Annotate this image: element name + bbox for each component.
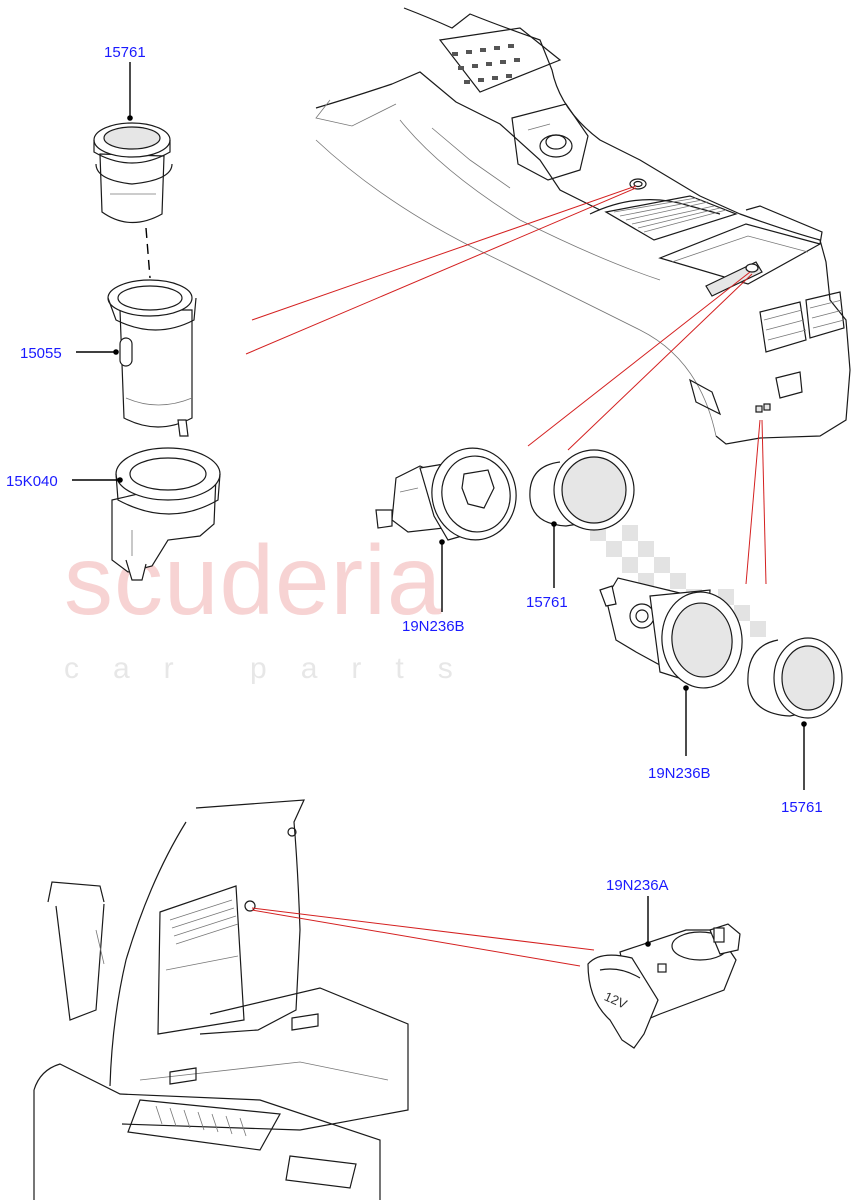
center-console-illustration bbox=[315, 7, 851, 445]
label-retainer-left: 15K040 bbox=[6, 473, 58, 490]
label-socket-body-left: 15055 bbox=[20, 345, 62, 362]
cap-top-left bbox=[93, 122, 173, 224]
label-socket-center: 19N236B bbox=[402, 618, 465, 635]
load-space-illustration bbox=[33, 799, 409, 1200]
retainer-left bbox=[111, 447, 221, 581]
label-cap-right: 15761 bbox=[781, 799, 823, 816]
cap-center bbox=[529, 449, 635, 531]
label-cap-top-left: 15761 bbox=[104, 44, 146, 61]
socket-12v: 12V bbox=[587, 923, 741, 1049]
label-socket-right: 19N236B bbox=[648, 765, 711, 782]
socket-center bbox=[375, 447, 517, 541]
callout-lines bbox=[245, 185, 767, 967]
label-socket-12v: 19N236A bbox=[606, 877, 669, 894]
leader-lines bbox=[72, 62, 807, 947]
socket-right bbox=[599, 577, 743, 689]
socket-body-left bbox=[107, 279, 197, 437]
part-labels: 15761 15055 15K040 19N236B 15761 19N236B… bbox=[6, 44, 823, 894]
label-cap-center: 15761 bbox=[526, 594, 568, 611]
watermark-tagline: car parts bbox=[64, 652, 487, 685]
cap-right bbox=[747, 637, 843, 719]
